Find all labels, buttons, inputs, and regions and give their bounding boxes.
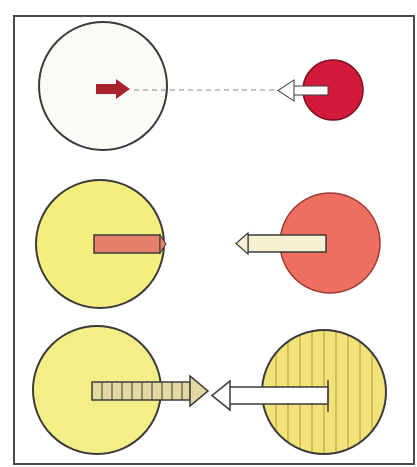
row-2-cream-bar (248, 235, 326, 252)
row-2-salmon-bar (94, 235, 160, 253)
